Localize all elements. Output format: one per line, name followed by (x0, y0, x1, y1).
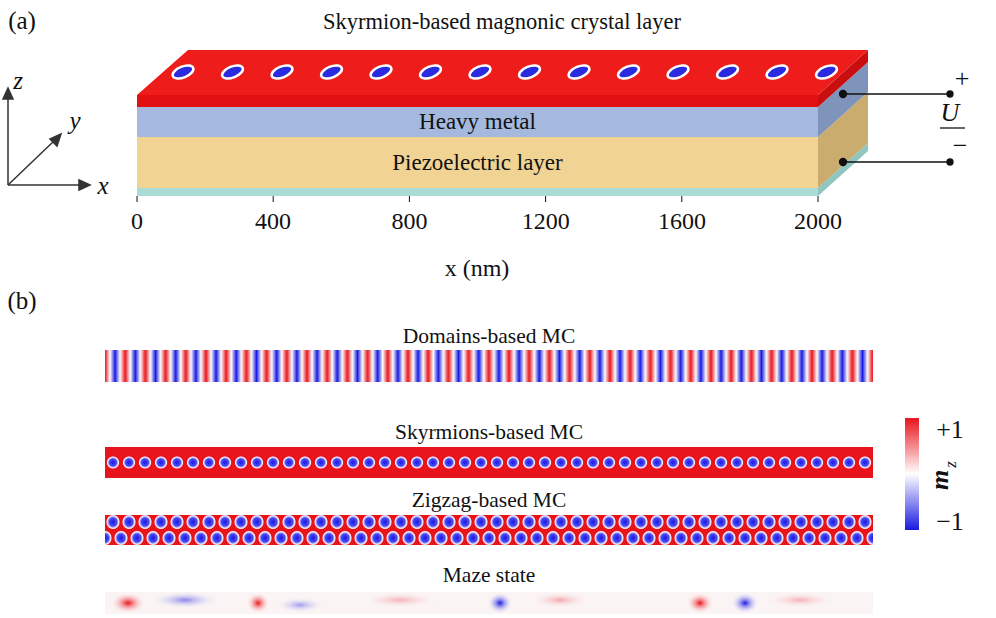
tick-label: 0 (131, 209, 143, 233)
tick-label: 1200 (522, 209, 570, 233)
layer-band: Piezoelectric layer (137, 137, 818, 188)
strip-title: Maze state (105, 561, 873, 589)
polarity-sign: − (953, 133, 968, 159)
colorbar-tick: +1 (936, 417, 964, 443)
panel-letter: (b) (7, 288, 36, 313)
layer-band: Heavy metal (137, 107, 818, 137)
axis-label: x (97, 173, 108, 198)
tick-label: 2000 (794, 209, 842, 233)
node-text: Piezoelectric layer (137, 137, 818, 188)
node-text: Domains-based MC (105, 322, 873, 350)
node-text: Zigzag-based MC (105, 486, 873, 514)
tick-label: 400 (255, 209, 291, 233)
node-text: Skyrmion-based magnonic crystal layer (137, 2, 867, 42)
colorbar-tick: −1 (936, 509, 964, 535)
axis-label: z (13, 68, 23, 93)
node-text: Maze state (105, 561, 873, 589)
strip-title: Zigzag-based MC (105, 486, 873, 514)
colorbar-subscript: z (942, 461, 959, 468)
axis-label: y (69, 108, 80, 133)
voltage-label: U (941, 100, 960, 126)
colorbar-symbol: m (927, 470, 953, 490)
layer-title: Skyrmion-based magnonic crystal layer (137, 2, 867, 42)
strip-title: Skyrmions-based MC (105, 418, 873, 446)
node-text: Skyrmions-based MC (105, 418, 873, 446)
tick-label: 800 (392, 209, 428, 233)
tick-label: 1600 (658, 209, 706, 233)
polarity-sign: + (955, 66, 970, 92)
panel-letter: (a) (8, 8, 36, 33)
axis-title: x (nm) (445, 256, 510, 280)
strip-title: Domains-based MC (105, 322, 873, 350)
node-text: Heavy metal (137, 107, 818, 137)
